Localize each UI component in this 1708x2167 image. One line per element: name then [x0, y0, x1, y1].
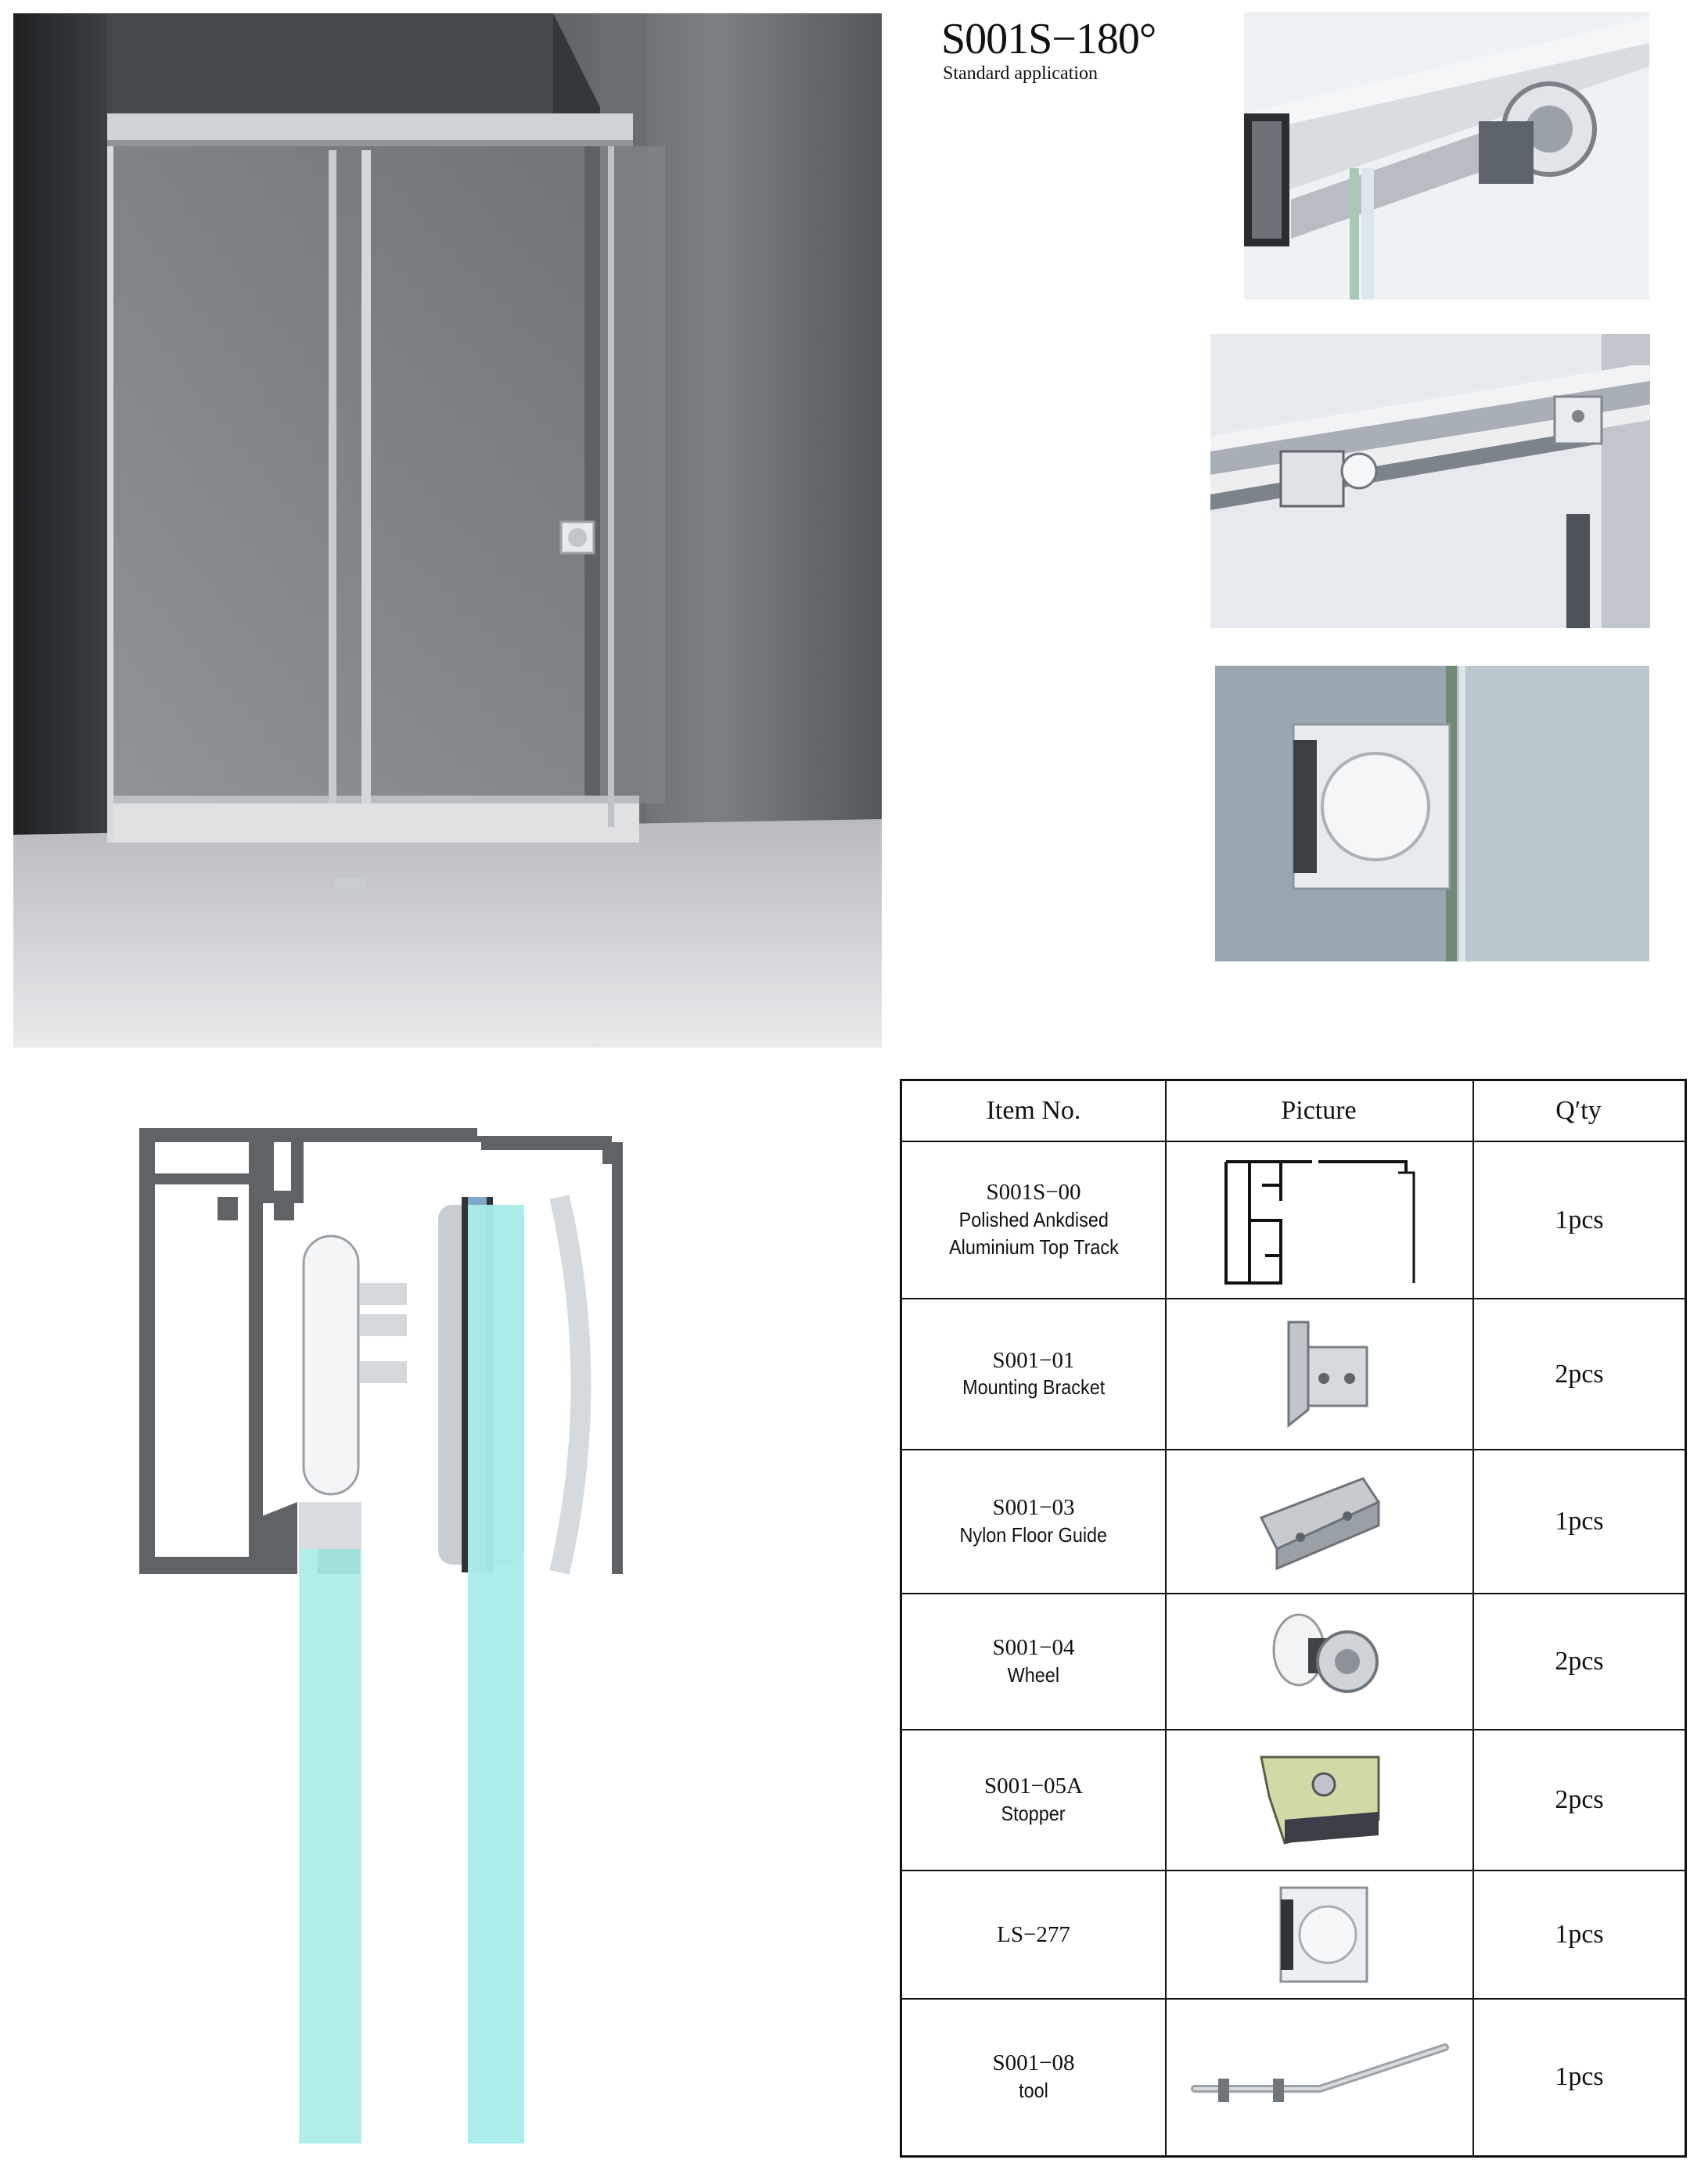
stopper-icon	[1259, 1756, 1379, 1845]
table-row-item: S001−03 Nylon Floor Guide	[902, 1450, 1165, 1593]
item-name: Stopper	[1001, 1801, 1066, 1825]
header-qty: Q′ty	[1555, 1096, 1602, 1125]
table-row-item: S001−05A Stopper	[902, 1730, 1165, 1870]
table-row-qty: 1pcs	[1555, 2062, 1604, 2091]
item-name-line2: Aluminium Top Track	[948, 1234, 1119, 1259]
table-row-picture	[1167, 1142, 1472, 1298]
top-track-wheel-illustration	[1244, 12, 1649, 300]
table-row-picture	[1167, 1871, 1472, 1998]
table-row-item: S001−04 Wheel	[902, 1594, 1165, 1729]
table-row-item: S001−08 tool	[902, 2000, 1165, 2154]
header-item-no: Item No.	[986, 1096, 1081, 1125]
row-divider	[902, 1141, 1685, 1142]
item-code: S001−01	[992, 1347, 1075, 1373]
shower-door-illustration	[13, 13, 882, 1048]
item-name: Wheel	[1007, 1662, 1060, 1687]
table-row-qty: 2pcs	[1555, 1785, 1604, 1814]
item-code: LS−277	[997, 1921, 1070, 1947]
column-divider	[1472, 1081, 1474, 2155]
table-row-picture	[1167, 1299, 1472, 1449]
table-row-qty: 1pcs	[1555, 1205, 1604, 1234]
header-picture: Picture	[1281, 1096, 1357, 1125]
item-name: Mounting Bracket	[962, 1375, 1106, 1400]
column-divider	[1165, 1081, 1167, 2155]
bracket-detail-photo	[1210, 334, 1650, 628]
hero-shower-photo	[13, 13, 882, 1048]
table-row-qty: 2pcs	[1555, 1647, 1604, 1676]
item-name: Polished Ankdised	[958, 1207, 1109, 1231]
row-divider	[902, 1593, 1685, 1594]
wheel-icon	[1272, 1613, 1379, 1693]
row-divider	[902, 1998, 1685, 2000]
cross-section-drawing	[139, 1128, 623, 2144]
row-divider	[902, 1870, 1685, 1871]
table-row-picture	[1167, 1450, 1472, 1593]
item-code: S001−08	[992, 2050, 1075, 2076]
table-row-qty: 2pcs	[1555, 1359, 1604, 1389]
product-title: S001S−180°	[941, 15, 1156, 63]
table-row-qty: 1pcs	[1555, 1920, 1604, 1949]
item-code: S001−04	[992, 1635, 1075, 1661]
row-divider	[902, 1298, 1685, 1299]
product-subtitle: Standard application	[943, 63, 1098, 84]
top-track-profile-icon	[1224, 1159, 1415, 1285]
table-row-picture	[1167, 1730, 1472, 1870]
top-track-cross-section	[133, 1127, 626, 2144]
item-code: S001−03	[992, 1495, 1075, 1521]
handle-detail-photo	[1215, 666, 1649, 961]
table-row-picture	[1167, 2000, 1472, 2154]
mounting-bracket-illustration	[1210, 334, 1650, 628]
item-code: S001−05A	[984, 1773, 1083, 1799]
item-name: Nylon Floor Guide	[959, 1522, 1108, 1547]
table-row-item: S001S−00 Polished Ankdised Aluminium Top…	[902, 1142, 1165, 1298]
floor-guide-icon	[1259, 1477, 1380, 1571]
table-row-item: LS−277	[902, 1871, 1165, 1998]
parts-table: Item No. Picture Q′ty S001S−00 Polished …	[900, 1079, 1687, 2158]
row-divider	[902, 1729, 1685, 1730]
item-code: S001S−00	[986, 1180, 1081, 1205]
row-divider	[902, 1449, 1685, 1450]
mounting-bracket-icon	[1287, 1321, 1368, 1428]
tool-icon	[1190, 2043, 1449, 2102]
table-row-qty: 1pcs	[1555, 1507, 1604, 1536]
table-row-item: S001−01 Mounting Bracket	[902, 1299, 1165, 1449]
item-name: tool	[1019, 2078, 1048, 2102]
door-handle-illustration	[1215, 666, 1649, 961]
table-row-picture	[1167, 1594, 1472, 1729]
top-track-detail-photo	[1244, 12, 1649, 300]
handle-icon	[1279, 1886, 1368, 1983]
